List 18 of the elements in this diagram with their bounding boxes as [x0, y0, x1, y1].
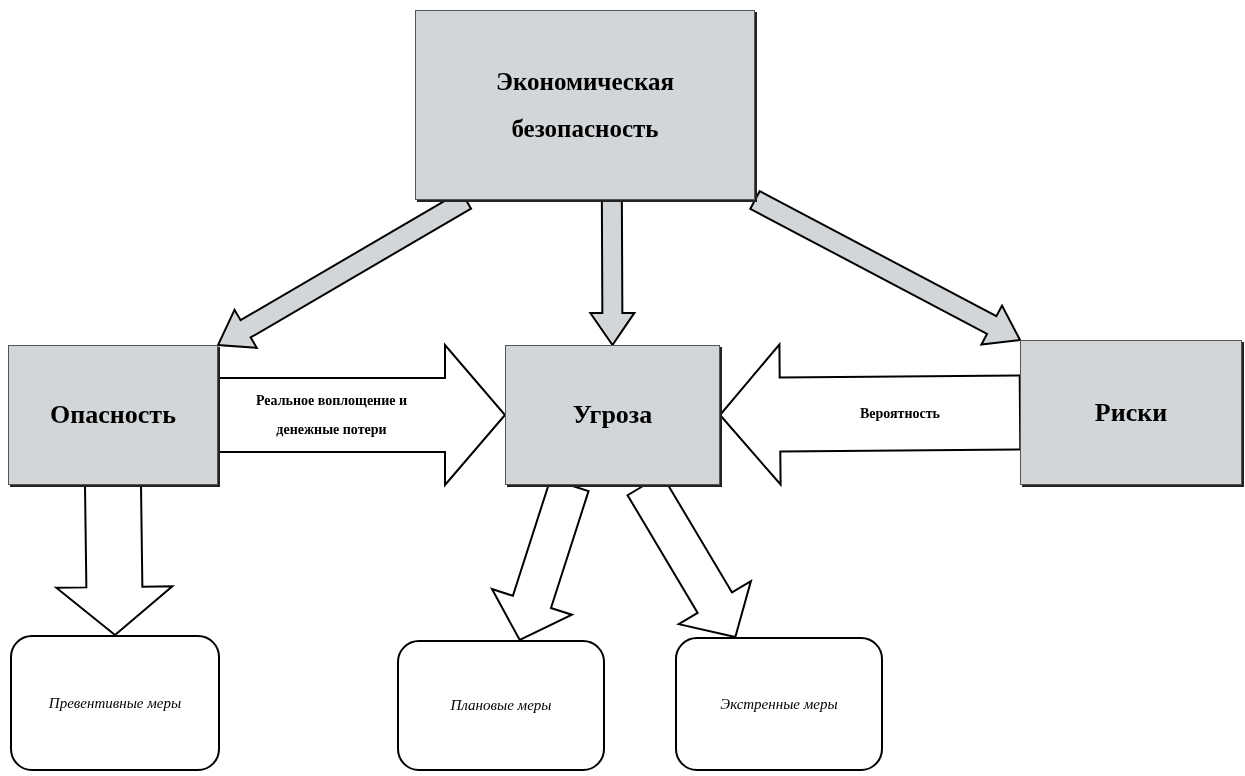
node-text: Риски: [1094, 396, 1168, 429]
process-box: [505, 345, 720, 485]
process-box: [415, 10, 755, 200]
node-text: Опасность: [50, 399, 176, 432]
node-text: Экстренные меры: [720, 694, 838, 714]
process-box: [8, 345, 218, 485]
node-text: Экономическая безопасность: [494, 66, 675, 144]
node-text: Плановые меры: [450, 696, 552, 716]
edge-label: Реальное воплощение и денежные потери: [254, 391, 409, 439]
rounded-box: [10, 635, 220, 771]
block-arrow: [217, 342, 507, 488]
edge-label: Вероятность: [858, 404, 942, 423]
process-box: [1020, 340, 1242, 485]
node-text: Превентивные меры: [48, 693, 182, 713]
rounded-box: [397, 640, 605, 771]
rounded-box: [675, 637, 883, 771]
block-arrow: [748, 189, 1022, 346]
node-text: Угроза: [572, 399, 653, 432]
